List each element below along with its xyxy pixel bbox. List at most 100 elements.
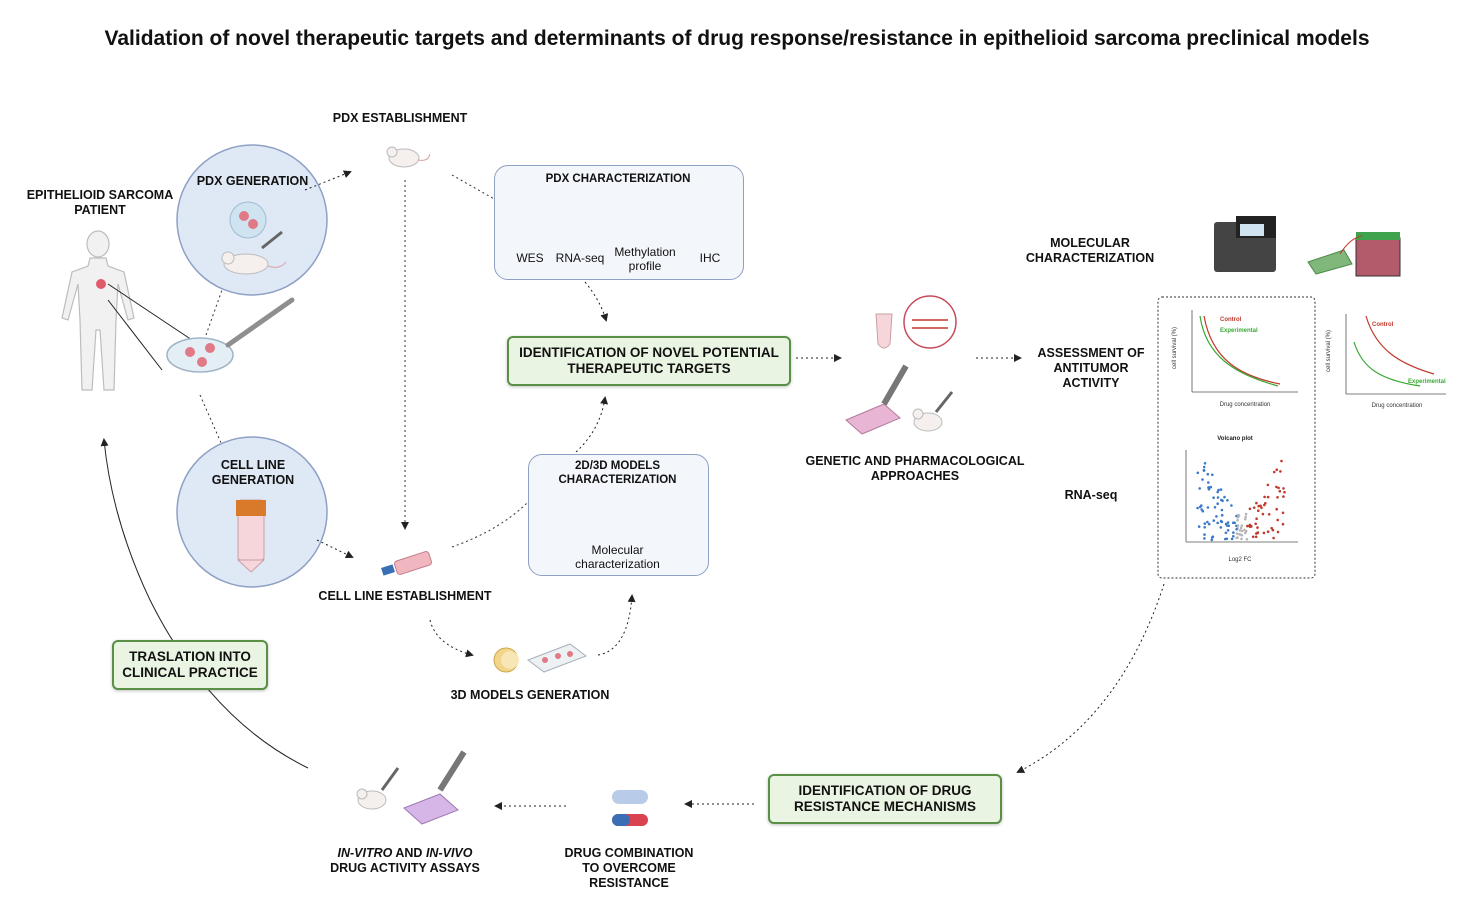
volcano-point: [1223, 495, 1226, 499]
volcano-point: [1212, 519, 1216, 522]
chart1-xlabel: Drug concentration: [1219, 402, 1271, 408]
volcano-point: [1245, 538, 1249, 541]
syringe-icon: [261, 230, 283, 250]
volcano-point: [1256, 531, 1260, 534]
drug-capsule-icon: [612, 790, 648, 826]
spheroid-icon: [493, 647, 519, 673]
volcano-point: [1239, 533, 1242, 536]
volcano-point: [1203, 537, 1206, 540]
volcano-point: [1210, 538, 1214, 542]
volcano-point: [1236, 524, 1240, 527]
volcano-point: [1207, 522, 1211, 526]
volcano-point: [1252, 506, 1256, 510]
volcano-point: [1220, 513, 1224, 517]
tube-dna-icon: [875, 295, 957, 349]
volcano-point: [1240, 524, 1244, 527]
volcano-point: [1238, 529, 1242, 532]
volcano-point: [1266, 495, 1270, 499]
volcano-point: [1259, 504, 1262, 508]
volcano-point: [1200, 508, 1203, 511]
culture-flask-icon: [381, 551, 433, 576]
volcano-point: [1202, 465, 1206, 469]
pipette-plate-icon: [845, 364, 909, 435]
ihc-label: IHC: [699, 251, 721, 265]
volcano-point: [1225, 537, 1229, 541]
volcano-point: [1207, 481, 1210, 484]
volcano-point: [1230, 504, 1233, 507]
volcano-point: [1275, 468, 1279, 472]
volcano-point: [1278, 489, 1282, 493]
volcano-point: [1244, 512, 1248, 516]
volcano-point: [1266, 530, 1270, 533]
volcano-point: [1236, 518, 1239, 522]
volcano-point: [1248, 507, 1252, 511]
volcano-point: [1240, 537, 1243, 541]
volcano-point: [1280, 459, 1283, 463]
volcano-point: [1266, 483, 1270, 487]
volcano-point: [1255, 501, 1258, 505]
mouse-icon: [221, 251, 287, 275]
volcano-point: [1230, 537, 1234, 541]
figure-title: Validation of novel therapeutic targets …: [104, 27, 1370, 50]
approaches-mouse-icon: [912, 391, 954, 432]
volcano-point: [1226, 521, 1230, 524]
volcano-point: [1220, 520, 1224, 524]
chart2-ylabel: cell survival (%): [1326, 330, 1332, 373]
volcano-point: [1232, 535, 1235, 538]
volcano-point: [1198, 487, 1201, 490]
approaches-label: GENETIC AND PHARMACOLOGICAL APPROACHES: [805, 454, 1025, 483]
volcano-point: [1232, 531, 1235, 534]
volcano-point: [1275, 507, 1278, 511]
volcano-point: [1235, 532, 1239, 535]
cell-line-generation-label: CELL LINE GENERATION: [211, 458, 295, 487]
control-curve: [1365, 315, 1435, 375]
rnaseq-section-label: RNA-seq: [1064, 488, 1118, 502]
assays-in-vivo: IN-VIVO: [425, 846, 473, 860]
volcano-point: [1219, 488, 1223, 491]
methylation-label: Methylation profile: [614, 245, 676, 273]
volcano-point: [1272, 536, 1275, 540]
volcano-point: [1254, 535, 1258, 539]
volcano-point: [1282, 487, 1285, 490]
volcano-point: [1262, 531, 1266, 535]
experimental-curve: [1199, 315, 1279, 387]
volcano-point: [1261, 512, 1265, 516]
drug-activity-assays-label: IN-VITRO AND IN-VIVO DRUG ACTIVITY ASSAY…: [300, 846, 510, 876]
volcano-point: [1240, 529, 1244, 533]
charts-panel: [1157, 296, 1316, 579]
pdx-generation-label: PDX GENERATION: [196, 174, 309, 188]
tumor-icon: [96, 279, 106, 289]
survival-chart-1: [1191, 310, 1298, 393]
3d-models-generation-label: 3D MODELS GENERATION: [450, 688, 610, 702]
rnaseq-label: RNA-seq: [555, 251, 605, 265]
volcano-title: Volcano plot: [1217, 436, 1253, 442]
assays-line2: DRUG ACTIVITY ASSAYS: [330, 861, 480, 875]
volcano-xlabel: Log2 FC: [1228, 557, 1252, 563]
volcano-point: [1196, 471, 1200, 475]
wes-label: WES: [516, 251, 544, 265]
petri-dish-icon: [166, 297, 295, 373]
volcano-point: [1220, 508, 1224, 512]
volcano-point: [1207, 488, 1211, 491]
chart2-legend-control: Control: [1372, 322, 1394, 328]
pdx-establishment-label: PDX ESTABLISHMENT: [332, 111, 468, 125]
volcano-point: [1276, 530, 1280, 534]
pdx-characterization-box: [494, 165, 744, 280]
molecular-characterization-sub: Molecular characterization: [575, 543, 660, 571]
volcano-point: [1226, 499, 1229, 502]
volcano-point: [1235, 536, 1238, 540]
slide-culture-icon: [526, 643, 588, 673]
volcano-point: [1244, 515, 1247, 519]
electrophoresis-icon: [1307, 232, 1401, 277]
volcano-point: [1279, 470, 1282, 473]
volcano-point: [1239, 526, 1243, 530]
volcano-point: [1256, 526, 1259, 529]
volcano-point: [1263, 503, 1266, 507]
volcano-point: [1276, 496, 1279, 499]
translation-box: TRASLATION INTO CLINICAL PRACTICE: [112, 640, 268, 690]
therapeutic-targets-box: IDENTIFICATION OF NOVEL POTENTIAL THERAP…: [507, 336, 791, 386]
volcano-plot: [1185, 450, 1298, 543]
volcano-point: [1276, 518, 1279, 522]
models-characterization-label: 2D/3D MODELS CHARACTERIZATION: [558, 460, 677, 486]
volcano-point: [1216, 490, 1219, 494]
